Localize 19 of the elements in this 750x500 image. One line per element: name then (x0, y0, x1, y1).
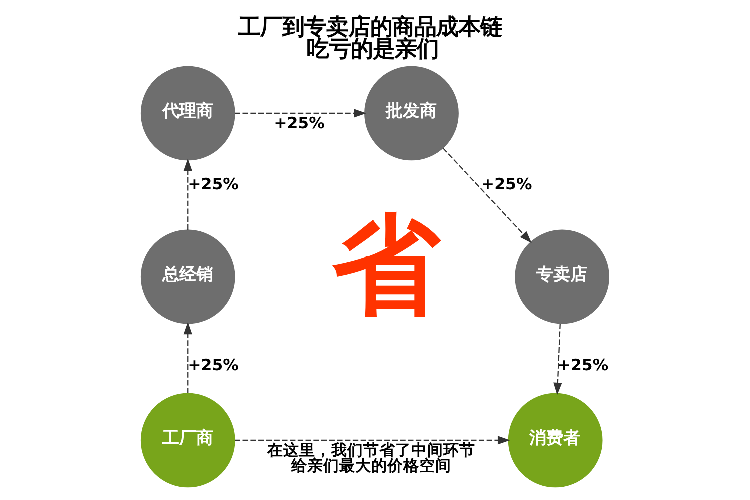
arrow (234, 109, 366, 118)
edge-label: +25% (188, 355, 238, 374)
arrow (183, 158, 192, 230)
arrow (234, 436, 510, 445)
edge-label: +25% (274, 113, 324, 132)
node-circle: 代理商 (140, 66, 235, 161)
arrow (553, 324, 562, 396)
arrow (442, 148, 532, 244)
label: 省 (332, 204, 440, 329)
node-circle: 消费者 (508, 393, 602, 488)
edge-label: 在这里，我们节省了中间环节给亲们最大的价格空间 (266, 440, 475, 476)
arrow (183, 322, 192, 394)
edge-label: +25% (480, 174, 532, 194)
diagram-title: 工厂到专卖店的商品成本链吃亏的是亲们 (238, 14, 502, 63)
node-circle: 批发商 (364, 66, 458, 161)
node-circle: 总经销 (140, 230, 235, 324)
node-circle: 工厂商 (140, 393, 235, 488)
edge-label: +25% (188, 174, 238, 194)
edge-label: +25% (557, 355, 608, 374)
